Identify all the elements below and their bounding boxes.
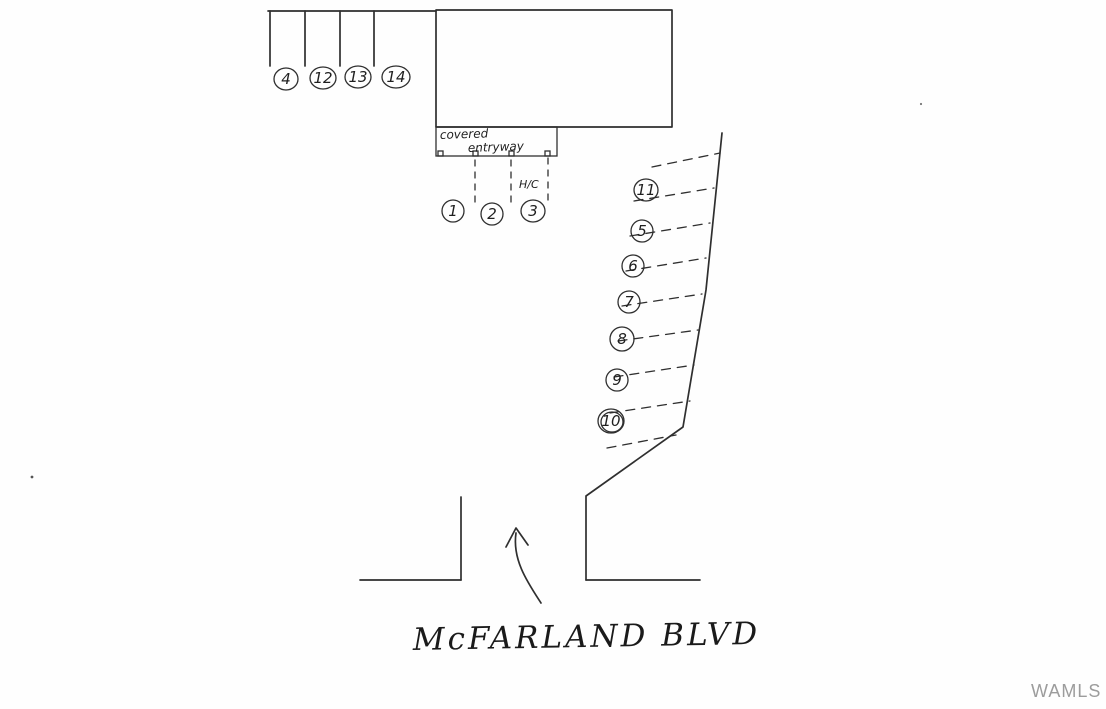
covered-entry-label-line1: covered xyxy=(440,126,489,142)
covered-entry-label-line2: entryway xyxy=(468,139,525,155)
space-number-circle xyxy=(621,254,645,278)
space-number-circle xyxy=(630,219,654,243)
front-parking-row: H/C 1 2 3 xyxy=(441,157,549,226)
building-outline: covered entryway xyxy=(435,9,673,157)
space-number: 6 xyxy=(628,257,638,275)
space-number: 8 xyxy=(617,330,627,348)
space-number: 5 xyxy=(637,222,647,240)
stall-divider-dashed-line xyxy=(621,293,703,307)
entry-post-icon xyxy=(508,150,515,157)
space-number-circle xyxy=(441,199,465,223)
space-number-circle xyxy=(480,202,504,226)
space-number: 3 xyxy=(528,202,538,220)
space-number-circle xyxy=(633,178,659,202)
paper-speck xyxy=(30,475,34,479)
right-parking-row: 11 5 6 7 8 9 10 xyxy=(585,132,723,581)
paper-speck xyxy=(919,102,923,106)
space-number-circle xyxy=(273,67,299,91)
space-number-circle xyxy=(381,65,411,89)
space-number: 11 xyxy=(636,181,655,199)
space-number: 4 xyxy=(281,70,291,88)
space-number: 12 xyxy=(313,69,332,87)
space-number: 1 xyxy=(448,202,458,220)
space-number: 2 xyxy=(487,205,497,223)
stall-divider-dashed-line xyxy=(651,152,721,168)
space-number-circle xyxy=(617,290,641,314)
handicap-label: H/C xyxy=(519,178,539,191)
road-label: McFARLAND BLVD xyxy=(412,616,761,658)
space-number: 7 xyxy=(624,293,634,311)
stall-divider-dashed-line xyxy=(613,364,695,378)
watermark-label: WAMLS xyxy=(1031,681,1101,701)
space-number: 14 xyxy=(386,68,405,86)
space-number-circle xyxy=(597,408,625,434)
space-number-circle xyxy=(344,65,372,89)
property-boundary-line xyxy=(585,132,723,581)
stall-divider-dashed-line xyxy=(625,257,707,272)
entry-post-icon xyxy=(472,150,479,157)
stall-divider-dashed-line xyxy=(633,187,715,202)
stall-divider-dashed-line xyxy=(617,329,699,342)
space-number-circle xyxy=(609,326,635,352)
stall-divider-dashed-line xyxy=(609,400,691,414)
space-number-circle xyxy=(309,66,337,90)
stall-divider-dashed-line xyxy=(606,434,677,449)
entry-post-icon xyxy=(544,150,551,157)
space-number: 10 xyxy=(601,412,620,430)
space-number: 9 xyxy=(612,371,622,389)
building-rectangle xyxy=(435,9,673,128)
space-number-circle xyxy=(605,368,629,392)
stall-divider-dashed-line xyxy=(629,222,711,237)
entrance-arrow-icon xyxy=(514,532,542,604)
left-parking-row: 4 12 13 14 xyxy=(267,10,437,91)
entry-post-icon xyxy=(437,150,444,157)
space-number-circle xyxy=(520,199,546,223)
space-number-circle-scribble xyxy=(600,411,624,433)
space-number: 13 xyxy=(348,68,367,86)
entrance-arrowhead-icon xyxy=(505,527,529,548)
road-entrance: McFARLAND BLVD xyxy=(359,496,761,658)
covered-entryway-rectangle xyxy=(435,126,558,157)
